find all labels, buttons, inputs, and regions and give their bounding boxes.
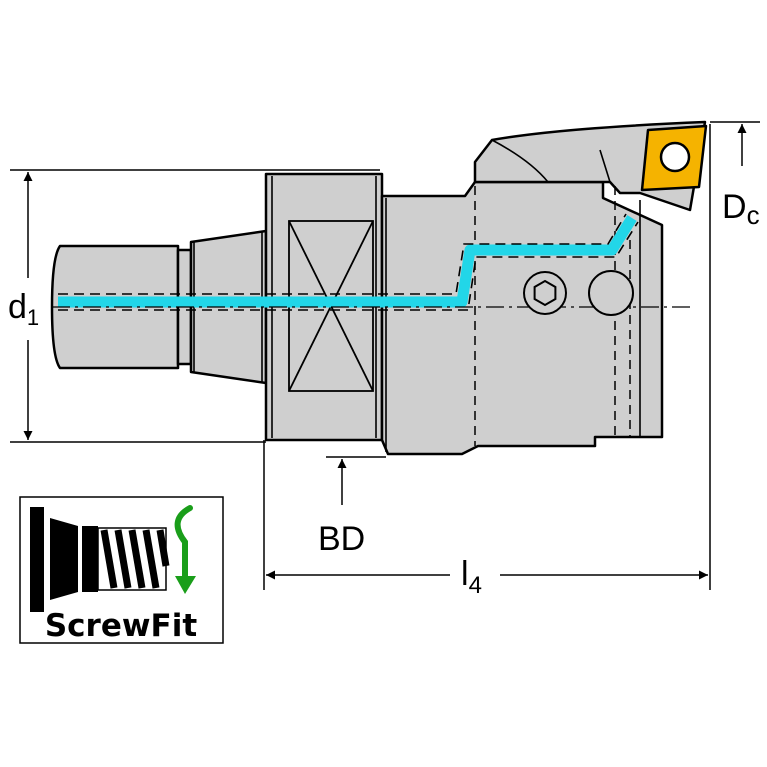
logo-plate xyxy=(30,507,44,612)
clamp-screws xyxy=(523,270,634,316)
logo-text: ScrewFit xyxy=(45,608,197,644)
label-bd: BD xyxy=(318,520,365,558)
hex-socket-icon xyxy=(533,279,557,307)
logo-cone xyxy=(50,518,78,600)
dimension-lines xyxy=(10,121,760,590)
coolant-channel xyxy=(58,213,639,311)
rotate-arrow-icon xyxy=(174,505,196,594)
screwfit-logo: ScrewFit xyxy=(19,496,224,644)
label-l4: l4 xyxy=(461,555,482,599)
logo-shank xyxy=(82,526,98,592)
logo-thread xyxy=(97,527,170,591)
label-d1: d1 xyxy=(8,288,39,330)
label-dc: Dc xyxy=(722,188,760,230)
dimension-labels: d1 Dc BD l4 xyxy=(8,188,760,599)
adjust-screw xyxy=(588,270,634,316)
cutting-insert xyxy=(640,124,708,192)
